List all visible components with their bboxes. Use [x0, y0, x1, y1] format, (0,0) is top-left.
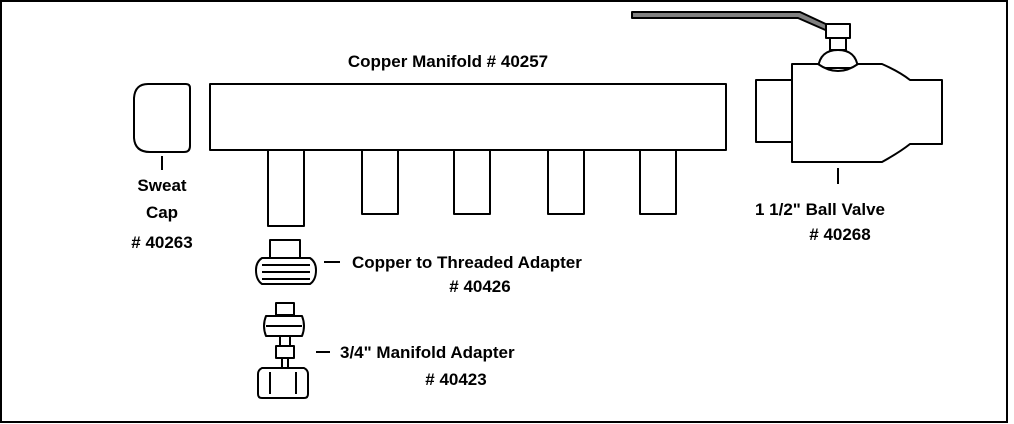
sweat-cap: [133, 83, 191, 153]
manifold-label: Copper Manifold # 40257: [348, 52, 548, 71]
manifold-adapter-part-number: # 40423: [425, 370, 486, 389]
manifold-adapter-label: 3/4" Manifold Adapter: [340, 343, 515, 362]
sweat-cap-label-line2: Cap: [146, 203, 178, 222]
threaded-adapter-label: Copper to Threaded Adapter: [352, 253, 582, 272]
copper-manifold: [209, 83, 727, 227]
ball-valve: [631, 11, 943, 163]
threaded-adapter-part-number: # 40426: [449, 277, 510, 296]
sweat-cap-part-number: # 40263: [131, 233, 192, 252]
manifold-adapter: [257, 302, 309, 399]
ball-valve-part-number: # 40268: [809, 225, 870, 244]
copper-to-threaded-adapter: [255, 239, 317, 285]
ball-valve-label: 1 1/2" Ball Valve: [755, 200, 885, 219]
manifold-body: [209, 83, 727, 151]
sweat-cap-label-line1: Sweat: [137, 176, 186, 195]
